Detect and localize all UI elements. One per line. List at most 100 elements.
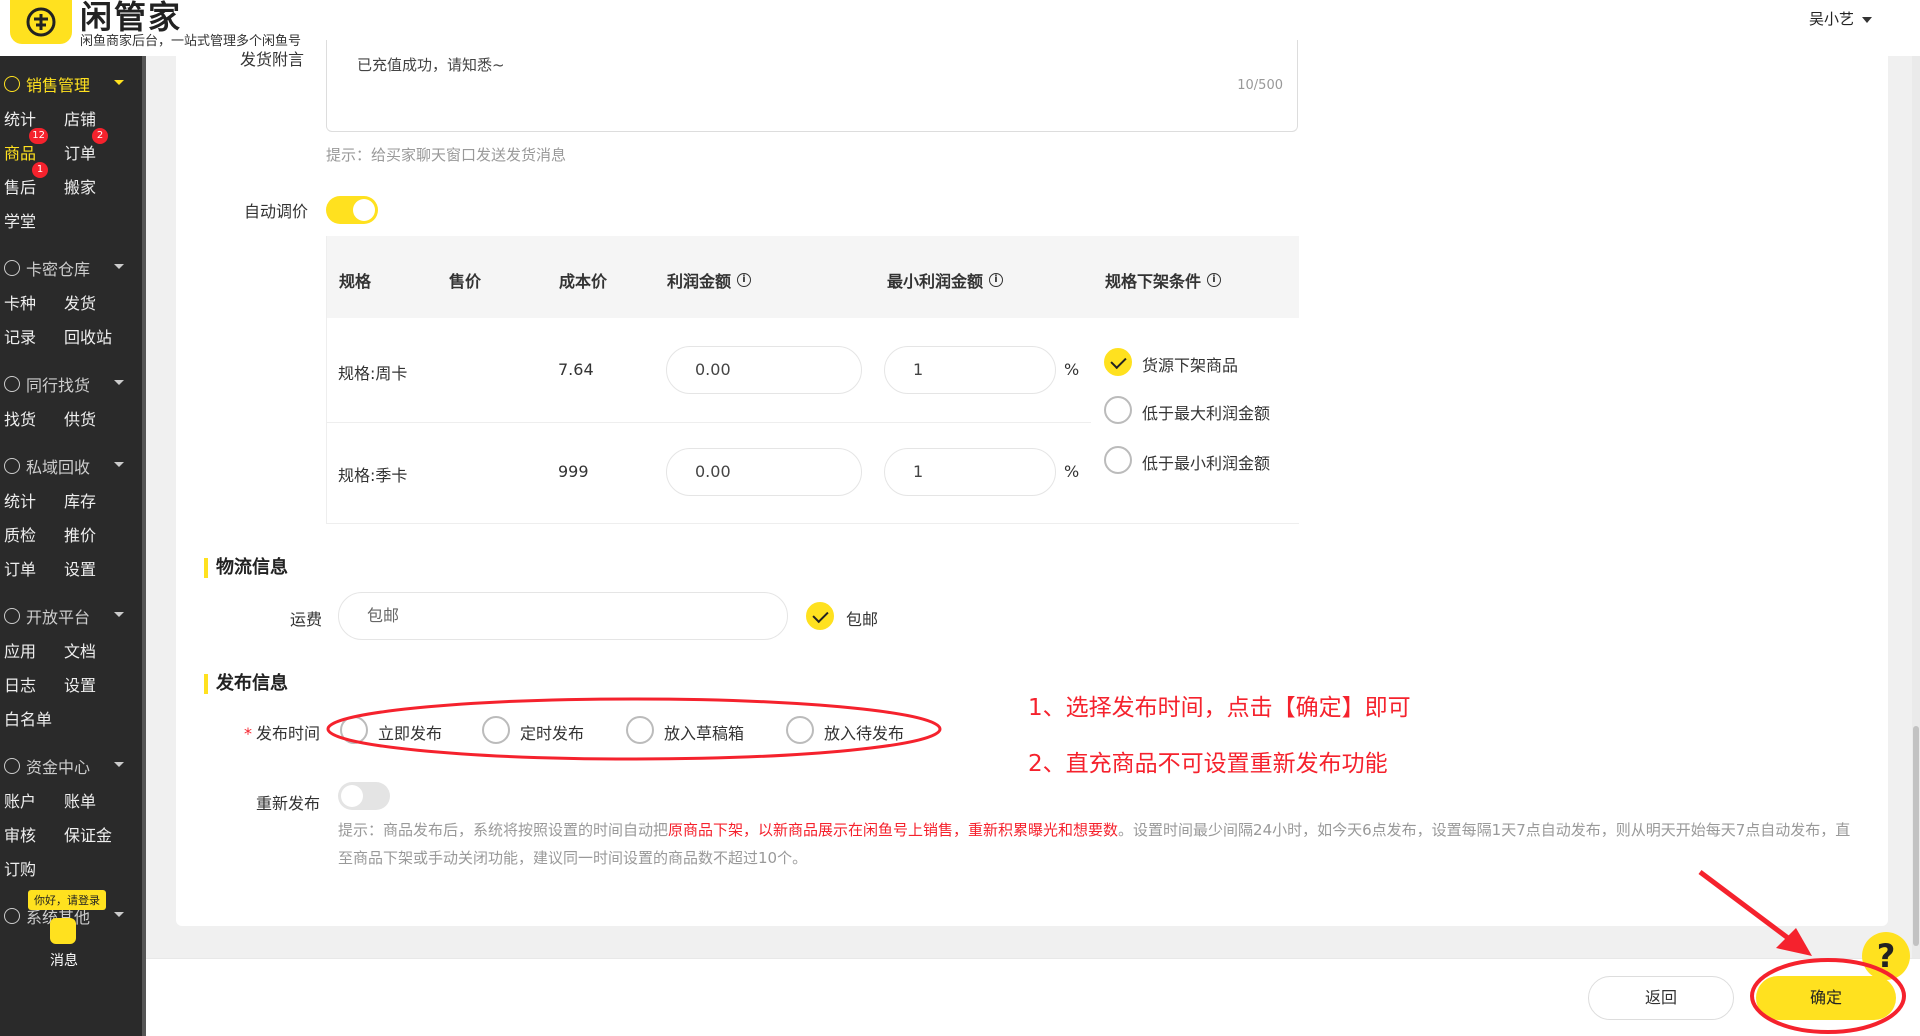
freight-input[interactable]: 包邮 (338, 592, 788, 640)
sidebar-item-deposit[interactable]: 保证金 (64, 826, 113, 845)
brand-subtitle: 闲鱼商家后台，一站式管理多个闲鱼号 (80, 34, 302, 49)
publish-option-label[interactable]: 立即发布 (378, 724, 443, 743)
sidebar-group-card-store[interactable]: 卡密仓库 (4, 256, 124, 280)
message-label[interactable]: 消息 (50, 953, 78, 969)
chevron-down-icon (114, 612, 124, 617)
logo[interactable] (10, 0, 72, 44)
info-icon[interactable]: i (1207, 273, 1222, 287)
row1-spec: 规格:周卡 (338, 364, 408, 383)
user-menu[interactable]: 吴小艺 (1809, 8, 1872, 29)
orders-badge: 2 (92, 128, 109, 144)
delivery-message-textarea[interactable]: 已充值成功，请知悉~ 10/500 (326, 40, 1298, 132)
group-label: 资金中心 (26, 758, 91, 777)
sidebar-item-subscription[interactable]: 订购 (4, 860, 37, 879)
publish-time-label: *发布时间 (244, 720, 320, 744)
sidebar-item-docs[interactable]: 文档 (64, 642, 97, 661)
sidebar-item-recycle-settings[interactable]: 设置 (64, 560, 97, 579)
condition-source-delist-checkbox[interactable] (1104, 348, 1132, 376)
scrollbar-thumb[interactable] (1913, 726, 1919, 946)
row2-profit-input[interactable]: 0.00 (666, 448, 862, 496)
sidebar-item-whitelist[interactable]: 白名单 (4, 710, 53, 729)
condition-below-max-checkbox[interactable] (1104, 396, 1132, 424)
sidebar-group-find-goods[interactable]: 同行找货 (4, 372, 124, 396)
sidebar-item-account[interactable]: 账户 (4, 792, 37, 811)
sidebar-item-move[interactable]: 搬家 (64, 178, 97, 197)
sidebar-item-supply[interactable]: 供货 (64, 410, 97, 429)
message-icon[interactable] (50, 918, 76, 944)
row2-min-profit-input[interactable]: 1 (884, 448, 1056, 496)
info-icon[interactable]: i (989, 273, 1004, 287)
confirm-button[interactable]: 确定 (1756, 976, 1896, 1020)
publish-now-radio[interactable] (340, 716, 368, 744)
sidebar-item-quality[interactable]: 质检 (4, 526, 37, 545)
sidebar-item-review[interactable]: 审核 (4, 826, 37, 845)
auto-price-toggle[interactable] (326, 196, 378, 224)
sidebar-item-platform-settings[interactable]: 设置 (64, 676, 97, 695)
aftersale-badge: 1 (32, 162, 49, 178)
row1-profit-input[interactable]: 0.00 (666, 346, 862, 394)
sidebar-item-recycle-stats[interactable]: 统计 (4, 492, 37, 511)
sidebar-item-inventory[interactable]: 库存 (64, 492, 97, 511)
sidebar-item-delivery[interactable]: 发货 (64, 294, 97, 313)
free-shipping-checkbox[interactable] (806, 602, 834, 630)
sidebar-item-shop[interactable]: 店铺 (64, 110, 97, 129)
sidebar-item-card-type[interactable]: 卡种 (4, 294, 37, 313)
annotation-note-2: 2、直充商品不可设置重新发布功能 (1028, 751, 1388, 777)
sidebar-group-sales[interactable]: 销售管理 (4, 72, 124, 96)
condition-below-min-checkbox[interactable] (1104, 446, 1132, 474)
publish-pending-radio[interactable] (786, 716, 814, 744)
main-scrollbar[interactable] (1912, 56, 1920, 1036)
sidebar-item-apps[interactable]: 应用 (4, 642, 37, 661)
sidebar-item-recycle-bin[interactable]: 回收站 (64, 328, 113, 347)
group-label: 私域回收 (26, 458, 91, 477)
sidebar-item-logs[interactable]: 日志 (4, 676, 37, 695)
sidebar-group-private-recycle[interactable]: 私域回收 (4, 454, 124, 478)
sidebar-item-school[interactable]: 学堂 (4, 212, 37, 231)
col-cost: 成本价 (559, 272, 608, 291)
settings-icon (4, 908, 20, 924)
chevron-down-icon (114, 762, 124, 767)
logo-icon (26, 7, 56, 37)
chevron-down-icon (114, 380, 124, 385)
sidebar-item-stats[interactable]: 统计 (4, 110, 37, 129)
brand-name: 闲管家 (80, 0, 183, 36)
col-spec: 规格 (339, 272, 372, 291)
sidebar-item-recycle-orders[interactable]: 订单 (4, 560, 37, 579)
sidebar-group-funds[interactable]: 资金中心 (4, 754, 124, 778)
publish-option-label[interactable]: 放入草稿箱 (664, 724, 745, 743)
sidebar-item-find[interactable]: 找货 (4, 410, 37, 429)
help-button[interactable]: ? (1862, 932, 1910, 980)
publish-scheduled-radio[interactable] (482, 716, 510, 744)
sidebar-group-open-platform[interactable]: 开放平台 (4, 604, 124, 628)
sidebar-item-push-price[interactable]: 推价 (64, 526, 97, 545)
top-header: 闲管家 闲鱼商家后台，一站式管理多个闲鱼号 吴小艺 (0, 0, 1920, 56)
row1-min-profit-input[interactable]: 1 (884, 346, 1056, 394)
find-goods-icon (4, 376, 20, 392)
group-label: 同行找货 (26, 376, 91, 395)
sidebar-scrollbar[interactable] (142, 56, 146, 1036)
delivery-message-value: 已充值成功，请知悉~ (357, 56, 505, 74)
required-mark: * (244, 724, 252, 743)
sidebar-item-records[interactable]: 记录 (4, 328, 37, 347)
republish-toggle[interactable] (338, 782, 390, 810)
card-store-icon (4, 260, 20, 276)
info-icon[interactable]: i (737, 273, 752, 287)
free-shipping-label: 包邮 (846, 610, 879, 629)
login-tip[interactable]: 你好，请登录 (28, 890, 106, 910)
republish-hint: 提示：商品发布后，系统将按照设置的时间自动把原商品下架，以新商品展示在闲鱼号上销… (338, 816, 1858, 872)
back-button[interactable]: 返回 (1588, 976, 1734, 1020)
row1-percent: % (1064, 360, 1080, 379)
group-label: 卡密仓库 (26, 260, 91, 279)
publish-draft-radio[interactable] (626, 716, 654, 744)
publish-option-label[interactable]: 定时发布 (520, 724, 585, 743)
annotation-note-1: 1、选择发布时间，点击【确定】即可 (1028, 695, 1411, 721)
chevron-down-icon (114, 462, 124, 467)
sidebar-item-bills[interactable]: 账单 (64, 792, 97, 811)
publish-option-label[interactable]: 放入待发布 (824, 724, 905, 743)
